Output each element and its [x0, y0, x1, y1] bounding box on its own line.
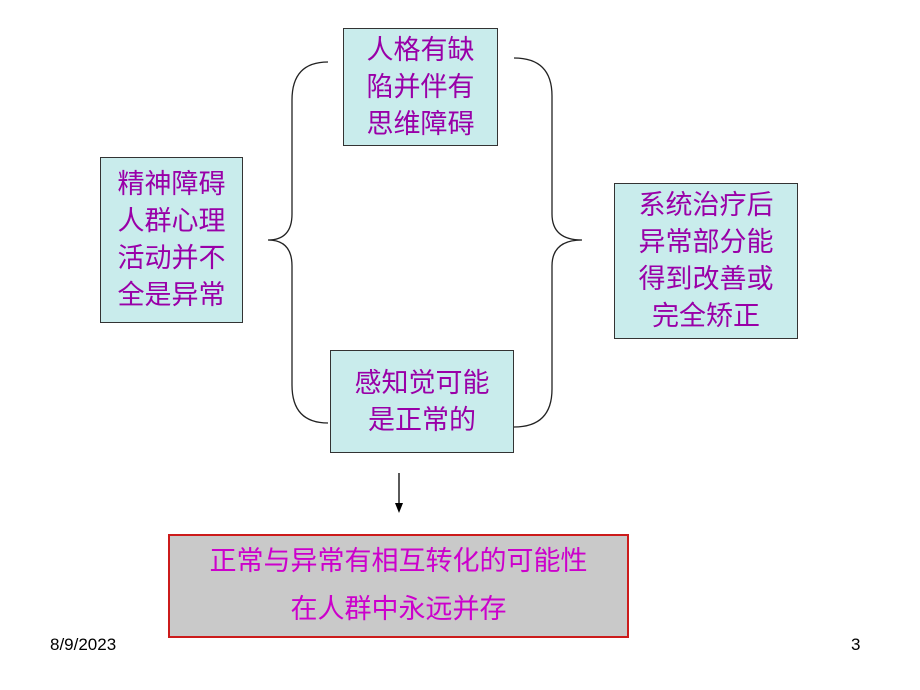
- conclusion-line-2: 在人群中永远并存: [290, 594, 507, 625]
- footer-date: 8/9/2023: [50, 635, 117, 654]
- conclusion-box: 正常与异常有相互转化的可能性 在人群中永远并存: [168, 534, 629, 638]
- top-box-text: 人格有缺 陷并伴有 思维障碍: [366, 34, 475, 140]
- left-box: 精神障碍 人群心理 活动并不 全是异常: [100, 157, 243, 323]
- page-number: 3: [851, 635, 861, 654]
- bottom-box: 感知觉可能 是正常的: [330, 350, 514, 453]
- left-box-text: 精神障碍 人群心理 活动并不 全是异常: [117, 169, 226, 311]
- down-arrow-head: [395, 503, 403, 513]
- right-box: 系统治疗后 异常部分能 得到改善或 完全矫正: [614, 183, 798, 339]
- right-box-text: 系统治疗后 异常部分能 得到改善或 完全矫正: [638, 190, 774, 332]
- bottom-box-text: 感知觉可能 是正常的: [354, 367, 490, 436]
- top-box: 人格有缺 陷并伴有 思维障碍: [343, 28, 498, 146]
- conclusion-line-1: 正常与异常有相互转化的可能性: [209, 546, 588, 577]
- left-curly-brace: [267, 61, 329, 424]
- right-curly-brace: [513, 57, 583, 428]
